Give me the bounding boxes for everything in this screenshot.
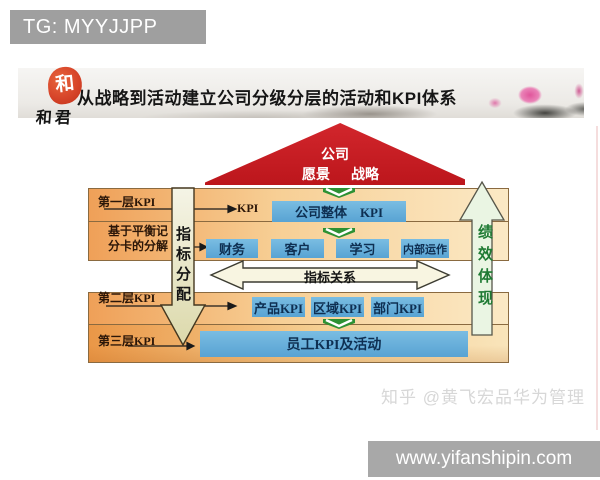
box-department-kpi: 部门KPI (371, 297, 424, 317)
tg-contact-badge: TG: MYYJJPP (10, 10, 206, 44)
box-learning: 学习 (336, 239, 389, 258)
label-level2-kpi: 第二层KPI (98, 291, 156, 305)
relation-double-arrow (209, 259, 451, 291)
chevron-down-icon (323, 227, 355, 238)
right-edge-line (596, 126, 598, 430)
box-region-kpi: 区域KPI (311, 297, 364, 317)
box-internal-operation: 内部运作 (401, 239, 449, 258)
label-kpi: KPI (237, 201, 259, 215)
slide-title: 从战略到活动建立公司分级分层的活动和KPI体系 (77, 89, 457, 108)
performance-arrow-label: 绩效体现 (476, 224, 492, 312)
roof-label-vision: 愿景 (302, 168, 330, 183)
box-employee-kpi: 员工KPI及活动 (200, 331, 468, 357)
relation-arrow-label: 指标关系 (303, 270, 356, 285)
company-roof-shape: 公司 愿景 战略 (205, 123, 465, 185)
allocate-arrow-label: 指标分配 (174, 226, 190, 306)
chevron-down-icon (323, 318, 355, 329)
box-finance: 财务 (206, 239, 258, 258)
box-product-kpi: 产品KPI (252, 297, 305, 317)
box-company-overall-kpi: 公司整体 KPI (272, 201, 406, 222)
label-level3-kpi: 第三层KPI (98, 334, 156, 348)
label-bsc-decompose: 基于平衡记 分卡的分解 (108, 224, 168, 254)
label-bsc-line2: 分卡的分解 (108, 239, 169, 253)
box-customer: 客户 (271, 239, 324, 258)
chevron-down-icon (323, 187, 355, 198)
performance-up-arrow (458, 180, 506, 336)
label-level1-kpi: 第一层KPI (98, 195, 156, 209)
roof-label-strategy: 战略 (351, 168, 379, 183)
footer-url-bar[interactable]: www.yifanshipin.com (368, 441, 600, 477)
label-bsc-line1: 基于平衡记 (108, 224, 169, 238)
zhihu-watermark: 知乎 @黄飞宏品华为管理 (381, 388, 585, 407)
roof-label-company: 公司 (321, 148, 349, 163)
hejun-logo-text: 和君 (35, 110, 75, 127)
header-inkwash-banner (18, 68, 584, 118)
